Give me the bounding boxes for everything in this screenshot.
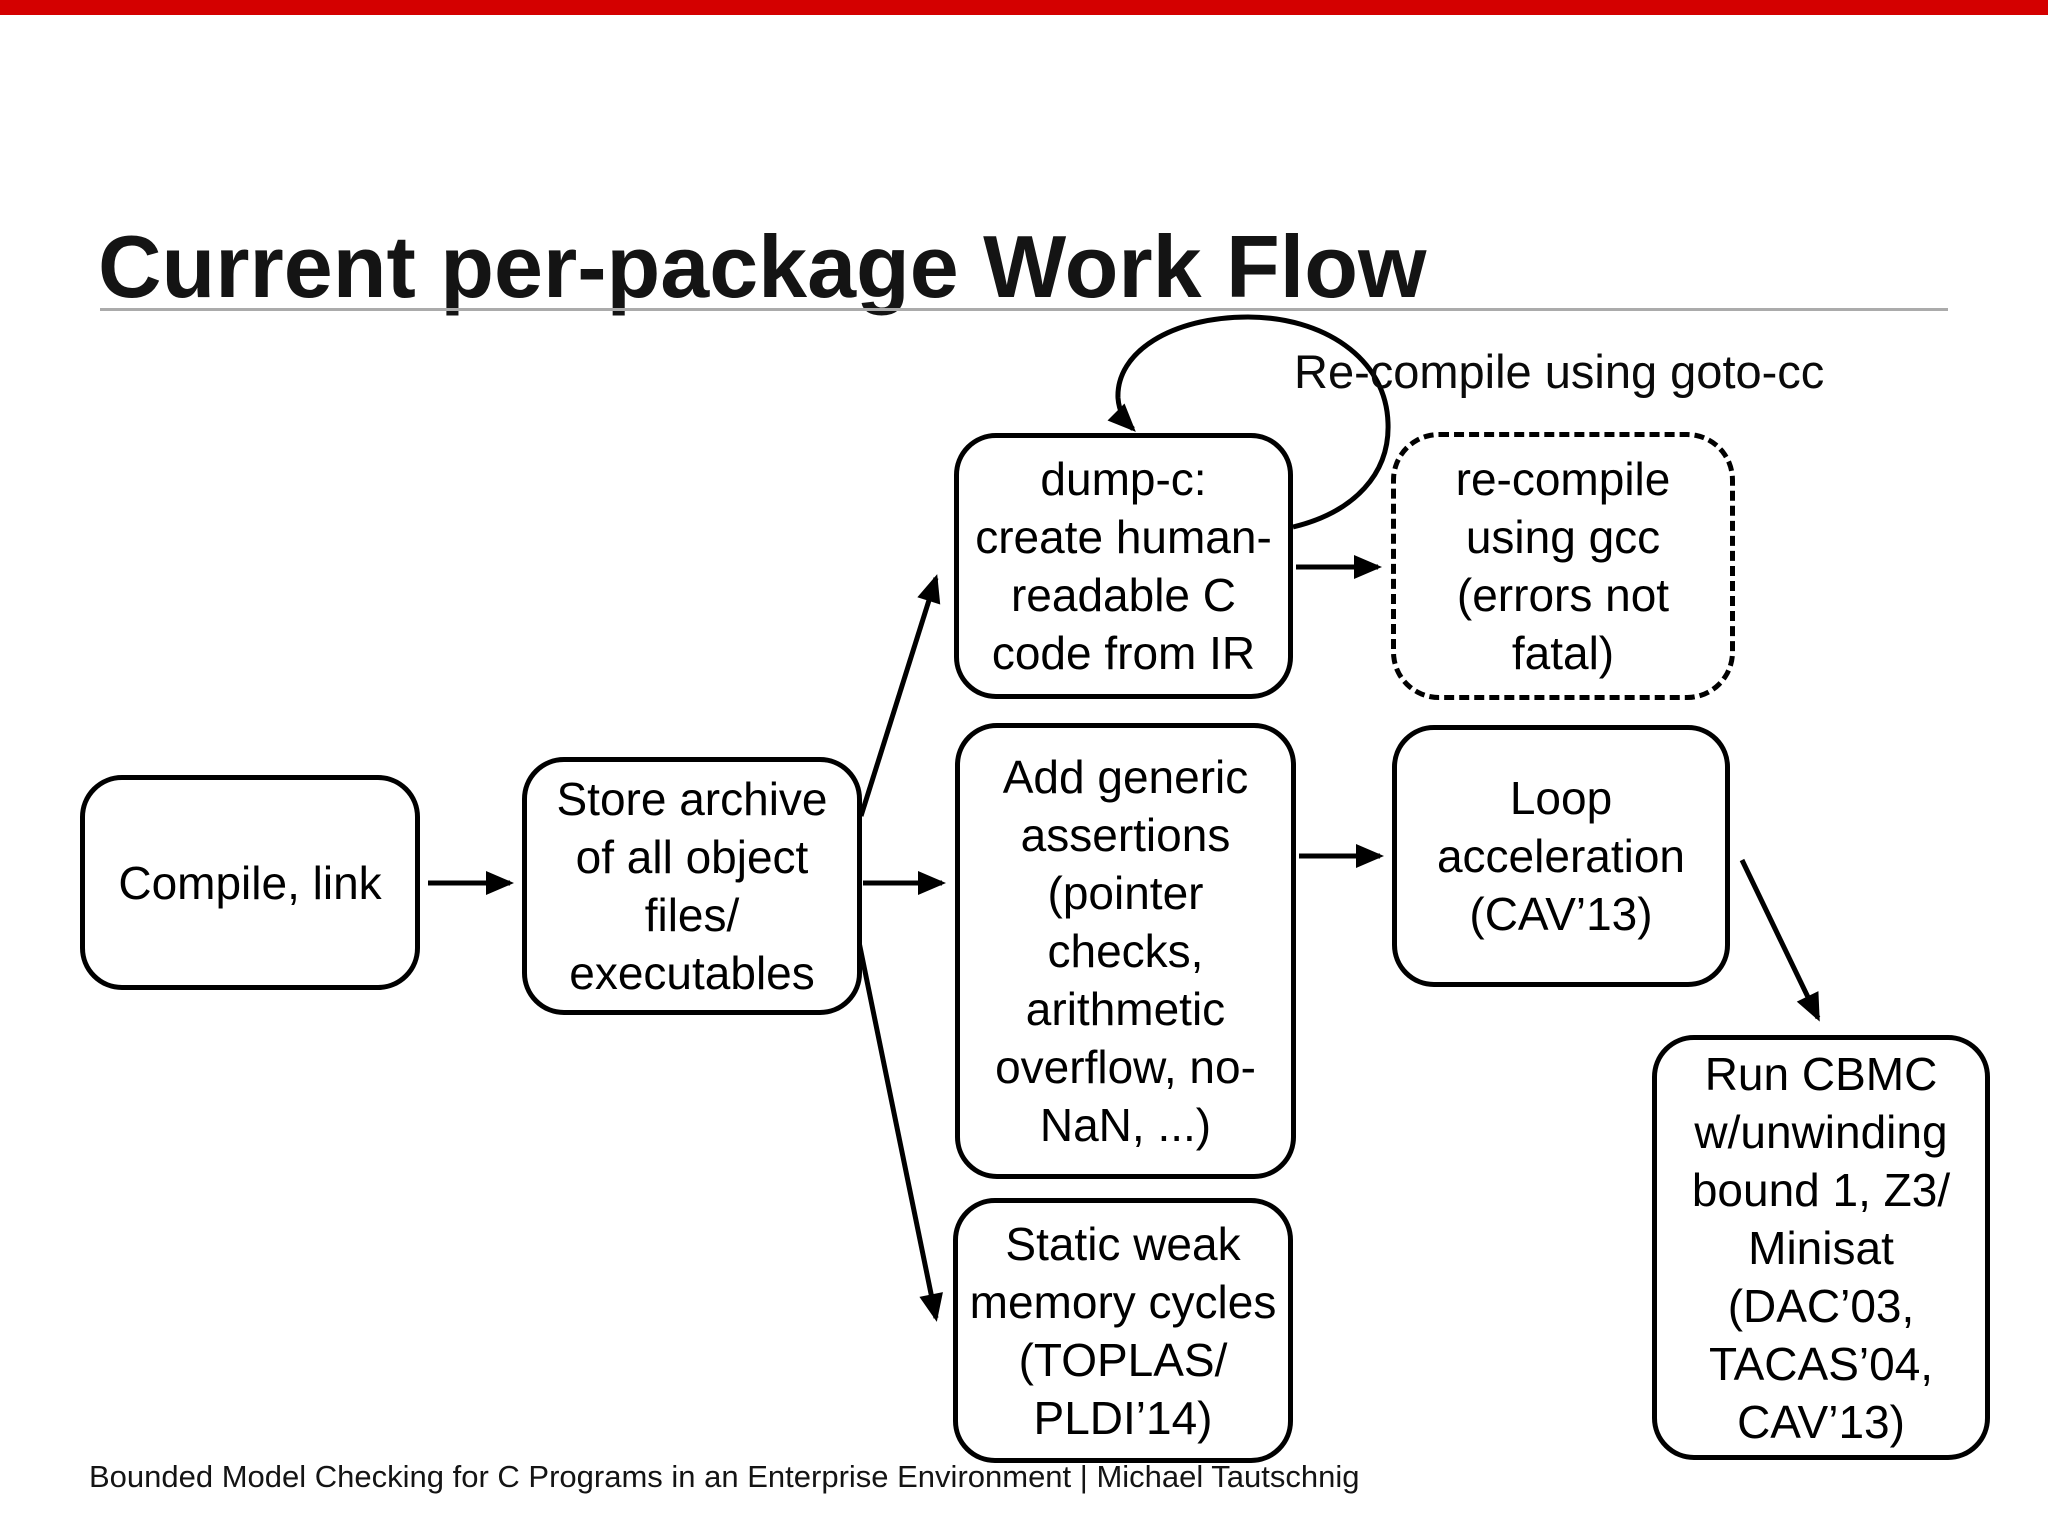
- title-divider: [100, 308, 1948, 311]
- arrow-dump-c-self-loop: [1107, 314, 1391, 530]
- node-compile-link: Compile, link: [80, 775, 420, 990]
- node-compile-link-label: Compile, link: [118, 856, 382, 909]
- slide-title: Current per-package Work Flow: [98, 216, 1427, 316]
- footer-text: Bounded Model Checking for C Programs in…: [89, 1459, 1360, 1494]
- arrow-store-to-dump-c: [858, 574, 941, 817]
- self-loop-label: Re-compile using goto-cc: [1294, 345, 1825, 398]
- arrow-loop-to-cbmc: [1739, 858, 1821, 1022]
- arrow-store-to-static: [856, 941, 943, 1322]
- top-accent-bar: [0, 0, 2048, 15]
